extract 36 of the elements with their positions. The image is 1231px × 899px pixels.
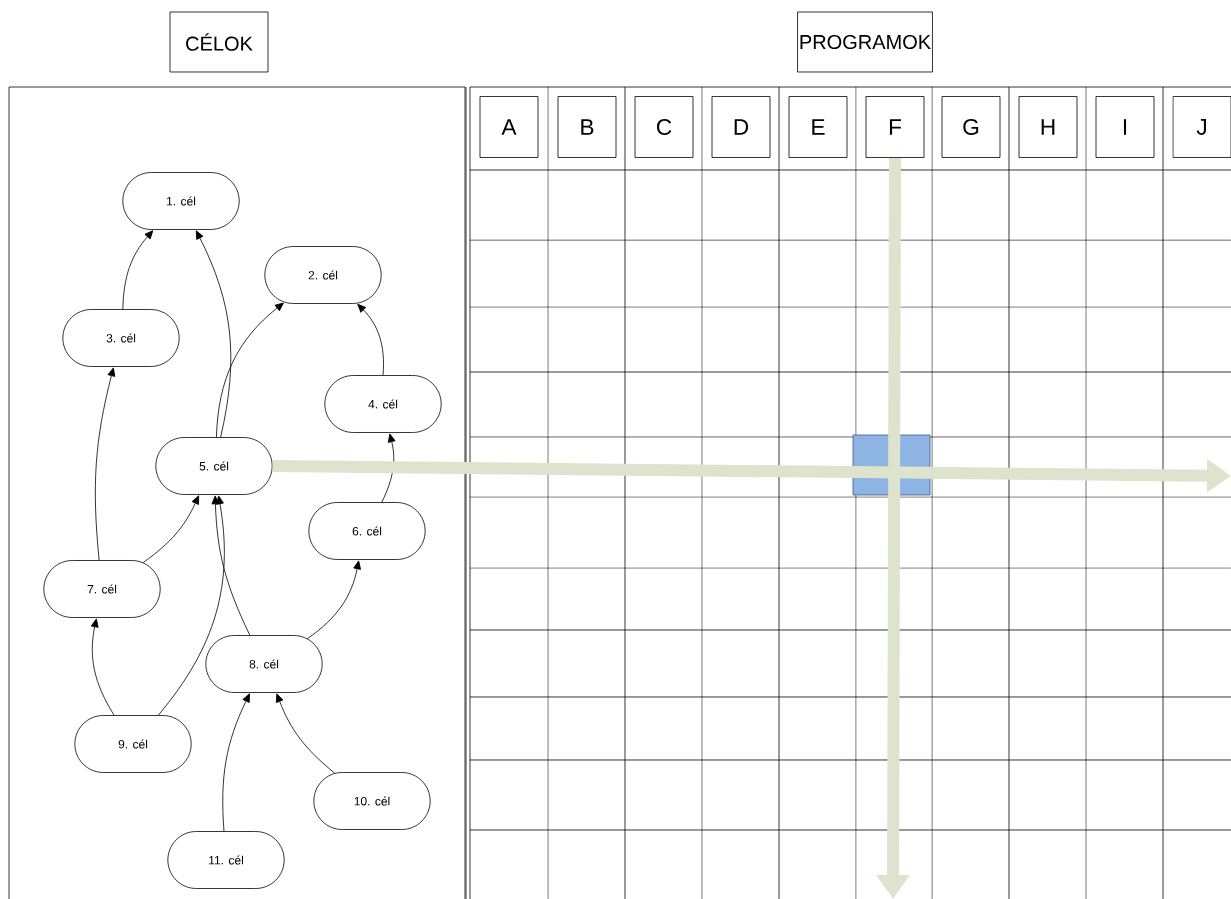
goal-box: 1. cél	[122, 172, 240, 230]
arrow	[357, 303, 384, 376]
column-box: H	[1018, 96, 1078, 158]
arrow	[157, 495, 225, 716]
column-box: E	[788, 96, 848, 158]
arrow	[275, 693, 336, 774]
arrow	[122, 230, 154, 310]
column-box: G	[941, 96, 1001, 158]
column-box: D	[711, 96, 771, 158]
arrow	[222, 693, 250, 832]
arrow	[195, 230, 232, 438]
heading-box: CÉLOK	[169, 11, 269, 73]
goal-box: 8. cél	[205, 635, 323, 693]
arrow	[142, 495, 200, 563]
goal-box: 10. cél	[313, 772, 431, 830]
column-box: I	[1095, 96, 1155, 158]
goal-box: 2. cél	[264, 246, 382, 304]
goal-box: 11. cél	[167, 831, 285, 889]
arrow	[211, 495, 251, 636]
column-box: J	[1172, 96, 1231, 158]
arrow	[90, 618, 115, 716]
goal-box: 7. cél	[43, 560, 161, 618]
column-box: F	[865, 96, 925, 158]
goal-box: 6. cél	[308, 502, 426, 560]
arrow	[94, 367, 116, 561]
arrow	[381, 433, 396, 503]
column-box: B	[557, 96, 617, 158]
goal-box: 9. cél	[74, 715, 192, 773]
goal-box: 4. cél	[324, 375, 442, 433]
goal-box: 3. cél	[62, 309, 180, 367]
arrow	[307, 560, 361, 640]
column-box: C	[634, 96, 694, 158]
arrow	[216, 302, 284, 438]
heading-box: PROGRAMOK	[797, 11, 933, 73]
column-box: A	[479, 96, 539, 158]
goal-box: 5. cél	[155, 437, 273, 495]
